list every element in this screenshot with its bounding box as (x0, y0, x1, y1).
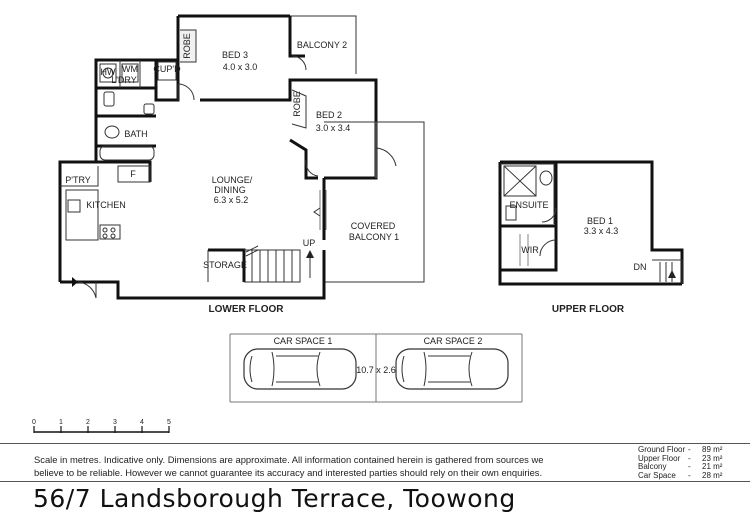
wm-label: WM (122, 64, 138, 74)
lower-floor-label: LOWER FLOOR (209, 304, 285, 315)
area-label: Balcony (638, 462, 667, 472)
area-label: Car Space (638, 470, 676, 480)
scale-bar (33, 426, 170, 433)
area-summary: Ground Floor- 89 m² Upper Floor- 23 m² B… (638, 445, 723, 480)
upper-floor-label: UPPER FLOOR (552, 304, 625, 315)
wir-label: WIR (521, 245, 539, 255)
upper-floor-plan (498, 160, 684, 286)
scale-label-1: 1 (59, 419, 63, 426)
lounge-dim: 6.3 x 5.2 (214, 195, 249, 205)
car-space-dim: 10.7 x 2.6 (356, 365, 396, 375)
area-label: Ground Floor (638, 445, 686, 454)
bed2-name: BED 2 (316, 110, 342, 120)
bed2-dim: 3.0 x 3.4 (316, 123, 351, 133)
hw-label: HW (101, 67, 116, 77)
bed1-name: BED 1 (587, 216, 613, 226)
area-value: 23 m² (702, 453, 723, 463)
area-label: Upper Floor (638, 453, 681, 463)
scale-label-5: 5 (167, 419, 171, 426)
area-row: Upper Floor- 23 m² (638, 453, 723, 463)
scale-label-4: 4 (140, 419, 144, 426)
disclaimer-line-2: believe to be reliable. However we canno… (34, 467, 543, 478)
car-space-2-label: CAR SPACE 2 (424, 336, 483, 346)
lounge-line1: LOUNGE/ (212, 175, 253, 185)
footer-divider-bottom (0, 481, 750, 482)
bed3-name: BED 3 (222, 50, 248, 60)
bed3-dim: 4.0 x 3.0 (223, 62, 258, 72)
property-address: 56/7 Landsborough Terrace, Toowong (33, 484, 516, 513)
area-row: Balcony- 21 m² (638, 462, 723, 472)
robe3-label: ROBE (182, 33, 192, 59)
disclaimer-line-1: Scale in metres. Indicative only. Dimens… (34, 454, 544, 465)
fridge-name: F (130, 169, 136, 179)
floor-plan: BED 3 4.0 x 3.0 BALCONY 2 BED 2 3.0 x 3.… (32, 14, 684, 433)
robe2-label: ROBE (292, 91, 302, 117)
dn-label: DN (634, 262, 647, 272)
cupd-label: CUP'D (153, 64, 181, 74)
area-value: 89 m² (702, 445, 723, 454)
balcony2-name: BALCONY 2 (297, 40, 347, 50)
up-label: UP (303, 238, 316, 248)
car-space-1-label: CAR SPACE 1 (274, 336, 333, 346)
scale-label-2: 2 (86, 419, 90, 426)
kitchen-name: KITCHEN (86, 200, 126, 210)
ensuite-label: ENSUITE (509, 200, 548, 210)
bed1-dim: 3.3 x 4.3 (584, 226, 619, 236)
laundry-name: L'DRY (111, 75, 137, 85)
scale-label-3: 3 (113, 419, 117, 426)
car-1-icon (243, 348, 357, 390)
car-2-icon (395, 348, 509, 390)
area-row: Car Space- 28 m² (638, 470, 723, 480)
lounge-line2: DINING (214, 185, 246, 195)
pantry-name: P'TRY (65, 175, 91, 185)
footer-divider-top (0, 443, 750, 444)
scale-label-0: 0 (32, 419, 36, 426)
disclaimer: Scale in metres. Indicative only. Dimens… (34, 453, 594, 479)
area-row: Ground Floor- 89 m² (638, 445, 723, 454)
covered-line1: COVERED (351, 221, 396, 231)
bath-name: BATH (124, 129, 147, 139)
car-spaces (229, 333, 523, 403)
area-value: 28 m² (702, 470, 723, 480)
covered-line2: BALCONY 1 (349, 232, 399, 242)
area-value: 21 m² (702, 462, 723, 472)
storage-label: STORAGE (203, 260, 247, 270)
lower-floor-plan (58, 14, 425, 300)
